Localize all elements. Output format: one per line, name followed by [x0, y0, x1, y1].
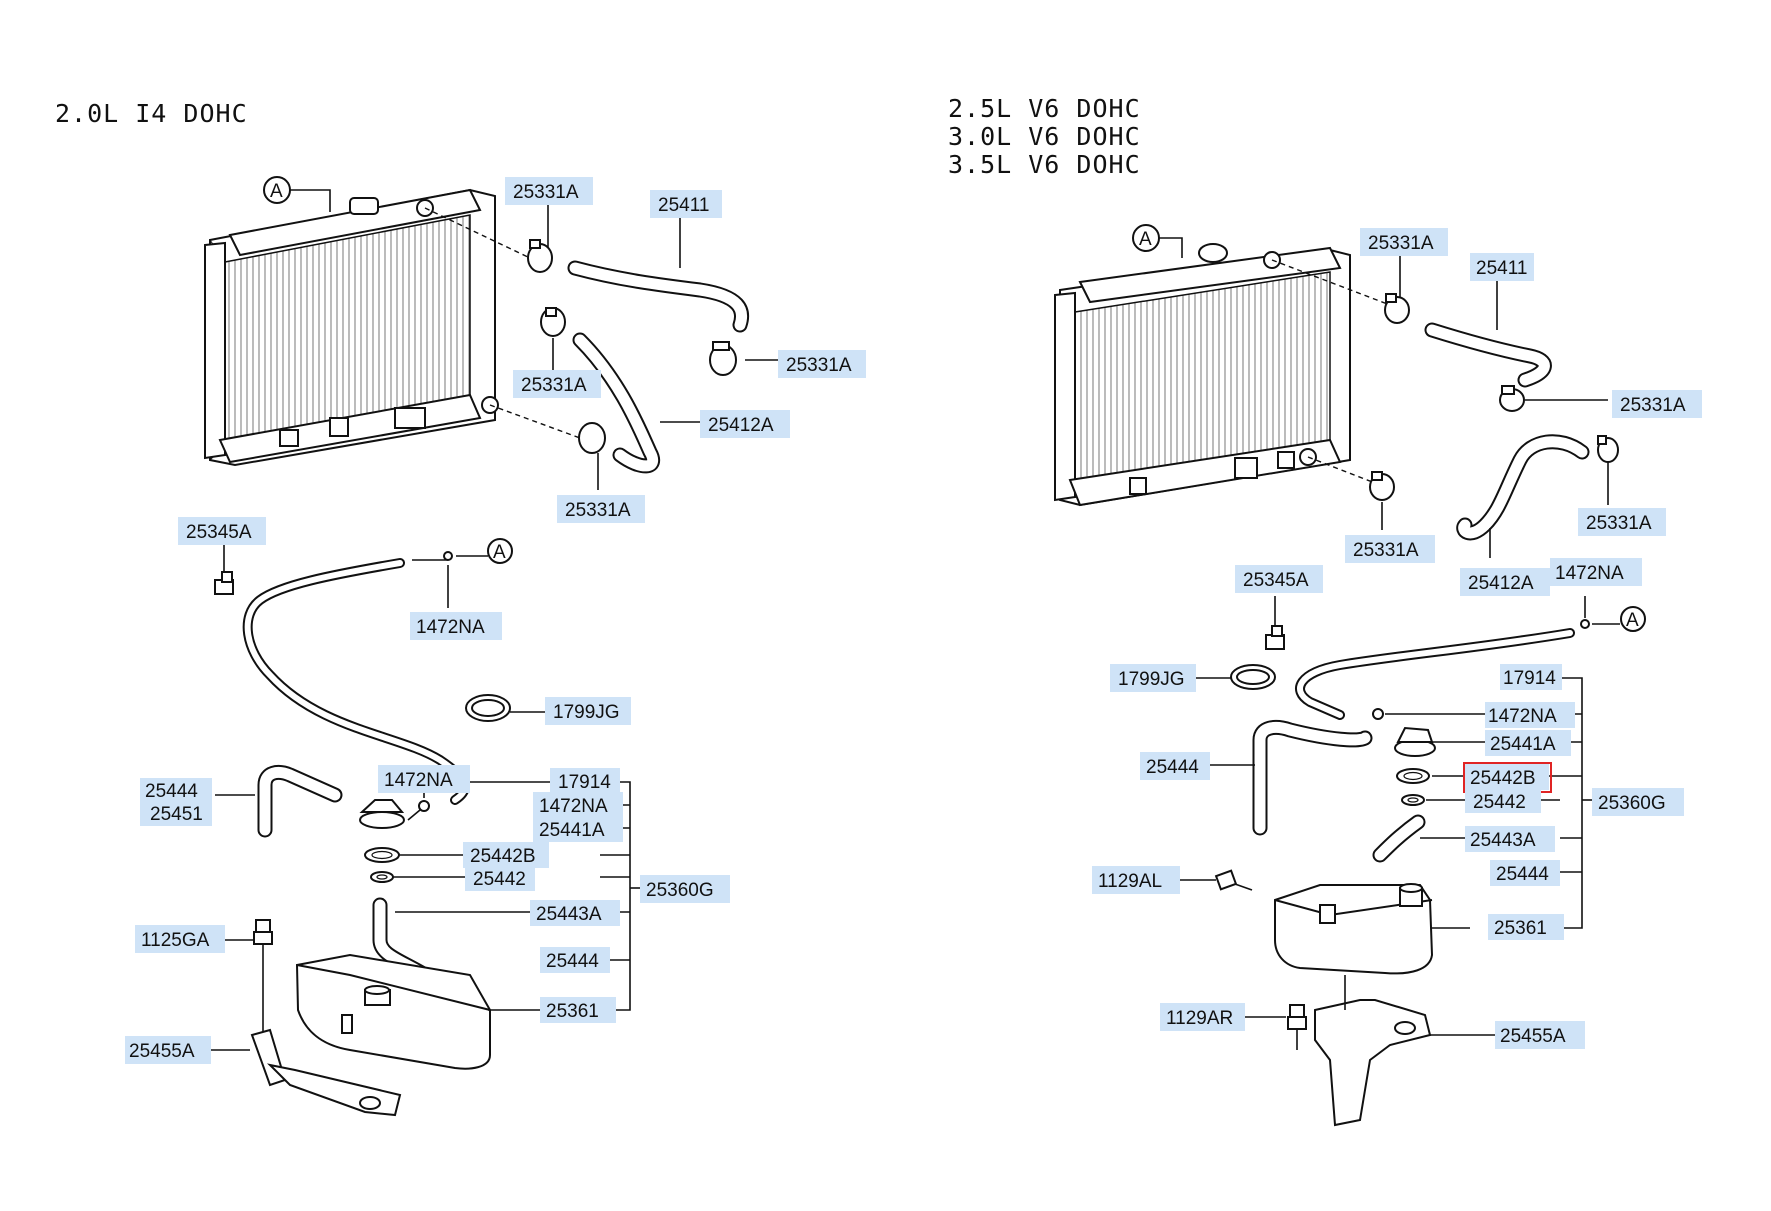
left-hose-clamp-band	[465, 694, 511, 722]
right-label-bolt-al: 1129AL	[1098, 871, 1162, 892]
left-label-clip-b: 1472NA	[384, 770, 453, 791]
left-label-overflow-hose: 17914	[558, 772, 611, 793]
right-lower-hose	[1456, 434, 1590, 541]
right-clamp-mid	[1369, 471, 1395, 501]
right-diagram: 2.5L V6 DOHC 3.0L V6 DOHC 3.5L V6 DOHC A	[948, 94, 1702, 1127]
right-label-bracket-clip: 25345A	[1243, 570, 1309, 591]
left-label-pipe: 25443A	[536, 904, 602, 925]
right-bracket-clip	[1265, 625, 1285, 650]
left-label-hose-bottom: 25444	[546, 951, 599, 972]
right-cap	[1394, 726, 1436, 757]
right-hose-25444	[1252, 720, 1373, 836]
right-label-hose-bottom: 25444	[1496, 864, 1549, 885]
left-label-gasket: 25442	[473, 869, 526, 890]
right-label-clip-b: 1472NA	[1488, 706, 1557, 727]
left-diagram: 2.0L I4 DOHC A	[55, 99, 866, 1117]
right-gasket-b	[1396, 768, 1430, 784]
left-label-bracket-clip: 25345A	[186, 522, 252, 543]
right-clamp-right	[1499, 385, 1525, 412]
right-label-tank: 25361	[1494, 918, 1547, 939]
right-label-hose-clamp-band: 1799JG	[1118, 669, 1185, 690]
left-label-hose-clamp-band: 1799JG	[553, 702, 620, 723]
right-engine-heading-1: 2.5L V6 DOHC	[948, 94, 1141, 123]
left-label-clamp-bottom: 25331A	[565, 500, 631, 521]
left-tank	[295, 953, 491, 1070]
left-hose-25444	[257, 765, 343, 838]
left-label-clamp-mid: 25331A	[521, 375, 587, 396]
right-label-assembly: 25360G	[1598, 793, 1666, 814]
right-label-cap: 25441A	[1490, 734, 1556, 755]
right-label-upper-hose: 25411	[1476, 258, 1527, 279]
left-label-clip-c: 1472NA	[539, 796, 608, 817]
right-label-pipe: 25443A	[1470, 830, 1536, 851]
left-label-lower-hose: 25412A	[708, 415, 774, 436]
left-lower-hose	[572, 332, 661, 474]
left-upper-hose	[567, 260, 750, 333]
right-label-bracket: 25455A	[1500, 1026, 1566, 1047]
right-label-lower-hose: 25412A	[1468, 573, 1534, 594]
left-label-clip-a: 1472NA	[416, 617, 485, 638]
left-label-clamp-right: 25331A	[786, 355, 852, 376]
right-overflow-hose	[1295, 628, 1575, 720]
left-ref-circle-a-mid	[487, 538, 513, 564]
right-clamp-far	[1597, 435, 1619, 463]
left-label-bolt: 1125GA	[141, 930, 210, 951]
left-overflow-hose	[242, 558, 470, 805]
left-clamp-mid	[540, 307, 566, 337]
left-cap	[359, 799, 405, 829]
right-label-clamp-top: 25331A	[1368, 233, 1434, 254]
left-label-tank: 25361	[546, 1001, 599, 1022]
right-label-overflow-hose: 17914	[1503, 668, 1556, 689]
left-clamp-top	[527, 239, 553, 273]
left-label-assembly: 25360G	[646, 880, 714, 901]
left-clamp-right	[709, 341, 737, 376]
left-label-upper-hose: 25411	[658, 195, 709, 216]
left-label-cap: 25441A	[539, 820, 605, 841]
left-label-hose-25451: 25451	[150, 804, 203, 825]
right-label-clamp-right: 25331A	[1620, 395, 1686, 416]
left-ref-a-top: A	[270, 181, 283, 202]
right-engine-heading-3: 3.5L V6 DOHC	[948, 150, 1141, 179]
right-label-gasket: 25442	[1473, 792, 1526, 813]
right-radiator	[1054, 243, 1351, 507]
right-engine-heading-2: 3.0L V6 DOHC	[948, 122, 1141, 151]
right-ref-a-mid: A	[1626, 610, 1639, 631]
left-bolt	[253, 919, 273, 960]
right-bracket	[1314, 975, 1432, 1127]
left-label-hose-25444: 25444	[145, 781, 198, 802]
right-clamp-top	[1384, 293, 1410, 324]
right-ref-circle-a-mid	[1620, 606, 1646, 632]
left-engine-heading: 2.0L I4 DOHC	[55, 99, 248, 128]
left-label-bracket: 25455A	[129, 1041, 195, 1062]
left-ref-a-mid: A	[493, 542, 506, 563]
right-label-clamp-mid: 25331A	[1353, 540, 1419, 561]
right-hose-clamp-band	[1230, 664, 1276, 690]
right-ref-a-top: A	[1139, 229, 1152, 250]
left-clamp-bottom	[578, 422, 606, 454]
left-bracket-clip	[214, 571, 234, 595]
right-label-hose-25444: 25444	[1146, 757, 1199, 778]
right-gasket	[1401, 794, 1425, 806]
right-label-clamp-far: 25331A	[1586, 513, 1652, 534]
left-label-gasket-b: 25442B	[470, 846, 536, 867]
right-pipe	[1372, 814, 1426, 863]
right-label-bolt-ar: 1129AR	[1166, 1008, 1233, 1029]
right-tank	[1274, 883, 1434, 975]
left-gasket	[370, 871, 394, 883]
right-bolt-ar	[1287, 1004, 1307, 1050]
right-bolt-al	[1214, 869, 1253, 891]
right-upper-hose	[1424, 322, 1552, 388]
right-label-gasket-b: 25442B	[1470, 768, 1536, 789]
right-label-clip-a: 1472NA	[1555, 563, 1624, 584]
left-radiator	[204, 188, 499, 467]
left-label-clamp-top: 25331A	[513, 182, 579, 203]
left-gasket-b	[364, 847, 400, 863]
left-bracket	[250, 1028, 402, 1117]
